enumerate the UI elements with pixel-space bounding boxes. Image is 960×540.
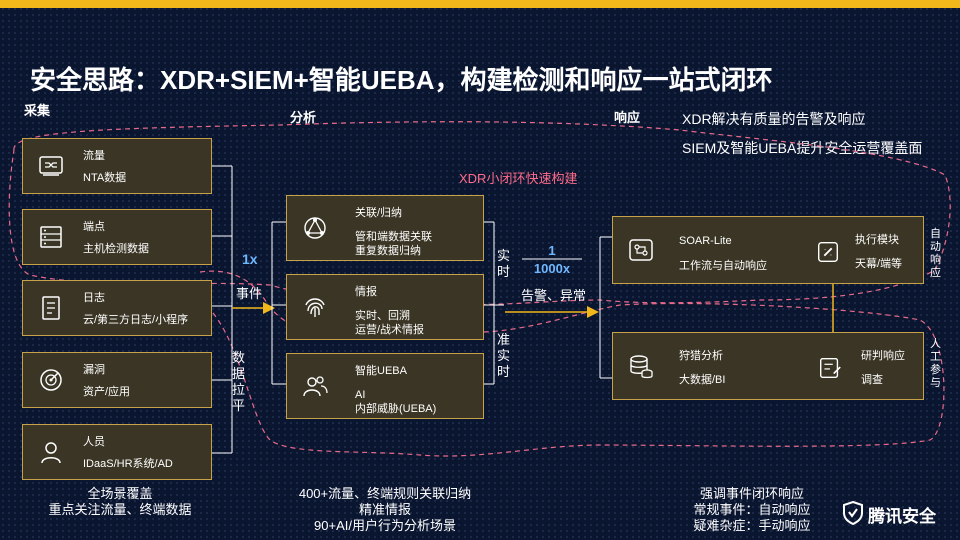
note-xdr-loop: XDR小闭环快速构建 [459, 171, 578, 186]
collect-box-sub: 云/第三方日志/小程序 [83, 314, 189, 326]
vuln-icon [37, 366, 65, 394]
near-realtime-label: 准实时 [497, 332, 511, 379]
bottom-analyze-line: 精准情报 [358, 502, 411, 517]
section-analyze-label: 分析 [290, 110, 317, 125]
bottom-respond: 强调事件闭环响应 常规事件：自动响应 疑难杂症：手动响应 [662, 486, 842, 534]
collect-box-sub: IDaaS/HR系统/AD [83, 458, 173, 470]
ratio-bottom: 1000x [533, 261, 571, 276]
report-icon [817, 355, 843, 381]
respond-box-title: SOAR-Lite [679, 235, 732, 247]
collect-box-endpoint[interactable]: 端点 主机检测数据 [22, 209, 212, 265]
collect-box-title: 日志 [83, 292, 105, 304]
tencent-security-logo: 腾讯安全 [842, 500, 952, 526]
traffic-icon [37, 152, 65, 180]
page-title: 安全思路：XDR+SIEM+智能UEBA，构建检测和响应一站式闭环 [30, 65, 773, 95]
log-icon [37, 294, 65, 322]
collect-box-traffic[interactable]: 流量 NTA数据 [22, 138, 212, 194]
flow2-label: 告警、异常 [521, 288, 587, 303]
respond-box-soar[interactable]: SOAR-Lite 工作流与自动响应 执行模块 天幕/端等 [612, 216, 924, 284]
analyze-box-line2: 重复数据归纳 [355, 245, 421, 257]
collect-box-title: 漏洞 [83, 364, 105, 376]
respond-box-title: 执行模块 [855, 234, 899, 246]
fingerprint-icon [301, 293, 329, 321]
respond-box-sub: 天幕/端等 [855, 258, 903, 270]
bottom-analyze-line: 90+AI/用户行为分析场景 [314, 518, 456, 533]
bottom-analyze-line: 400+流量、终端规则关联归纳 [298, 486, 472, 501]
analyze-box-title: 智能UEBA [355, 365, 407, 377]
respond-box-hunt[interactable]: 狩猎分析 大数据/BI 研判响应 调查 [612, 332, 924, 400]
side-label-manual: 人工参与 [930, 338, 941, 389]
analyze-box-line2: 内部威胁(UEBA) [355, 403, 437, 415]
database-icon [627, 352, 655, 380]
bottom-respond-line: 疑难杂症：手动响应 [693, 518, 811, 533]
analyze-box-correlation[interactable]: 关联/归纳 管和端数据关联 重复数据归纳 [286, 195, 484, 261]
analyze-box-title: 情报 [355, 286, 377, 298]
collect-box-title: 流量 [83, 150, 105, 162]
flow1-ratio: 1x [242, 251, 258, 267]
bottom-collect-line: 重点关注流量、终端数据 [48, 502, 192, 517]
users-icon [301, 372, 329, 400]
respond-box-sub: 调查 [861, 374, 883, 386]
person-icon [37, 438, 65, 466]
analyze-box-line2: 运营/战术情报 [355, 324, 425, 336]
bottom-analyze: 400+流量、终端规则关联归纳 精准情报 90+AI/用户行为分析场景 [270, 486, 500, 534]
analyze-box-line1: AI [355, 389, 366, 401]
analyze-box-ueba[interactable]: 智能UEBA AI 内部威胁(UEBA) [286, 353, 484, 419]
correlation-icon [301, 214, 329, 242]
respond-box-sub: 工作流与自动响应 [679, 260, 767, 272]
collect-box-title: 端点 [83, 221, 105, 233]
exec-icon [815, 239, 841, 265]
section-respond-label: 响应 [614, 110, 641, 125]
logo-text: 腾讯安全 [868, 507, 936, 526]
bottom-collect: 全场景覆盖 重点关注流量、终端数据 [20, 486, 220, 518]
collect-box-vuln[interactable]: 漏洞 资产/应用 [22, 352, 212, 408]
note-xdr-quality: XDR解决有质量的告警及响应 [682, 111, 866, 127]
collect-box-sub: NTA数据 [83, 172, 127, 184]
analyze-box-line1: 管和端数据关联 [355, 231, 432, 243]
respond-box-title: 研判响应 [861, 350, 905, 362]
host-icon [37, 223, 65, 251]
ratio-top: 1 [548, 243, 556, 258]
flow1-vertical: 数据拉平 [232, 350, 246, 413]
bottom-collect-line: 全场景覆盖 [87, 486, 153, 501]
analyze-box-line1: 实时、回溯 [355, 310, 410, 322]
collect-box-person[interactable]: 人员 IDaaS/HR系统/AD [22, 424, 212, 480]
bottom-respond-line: 强调事件闭环响应 [699, 486, 804, 501]
realtime-label: 实时 [497, 248, 511, 279]
collect-box-title: 人员 [83, 436, 105, 448]
respond-box-title: 狩猎分析 [679, 350, 723, 362]
section-collect-label: 采集 [24, 103, 51, 118]
side-label-auto: 自动响应 [930, 228, 941, 279]
respond-box-sub: 大数据/BI [679, 374, 726, 386]
analyze-box-title: 关联/归纳 [355, 207, 403, 219]
collect-box-sub: 主机检测数据 [83, 243, 149, 255]
shield-icon [843, 501, 863, 525]
workflow-icon [627, 236, 655, 264]
bottom-respond-line: 常规事件：自动响应 [693, 502, 811, 517]
flow1-label: 事件 [236, 286, 263, 301]
collect-box-sub: 资产/应用 [83, 386, 131, 398]
top-accent-bar [0, 0, 960, 8]
analyze-box-intel[interactable]: 情报 实时、回溯 运营/战术情报 [286, 274, 484, 340]
xdr-loop-outline [8, 121, 951, 306]
collect-box-log[interactable]: 日志 云/第三方日志/小程序 [22, 280, 212, 336]
